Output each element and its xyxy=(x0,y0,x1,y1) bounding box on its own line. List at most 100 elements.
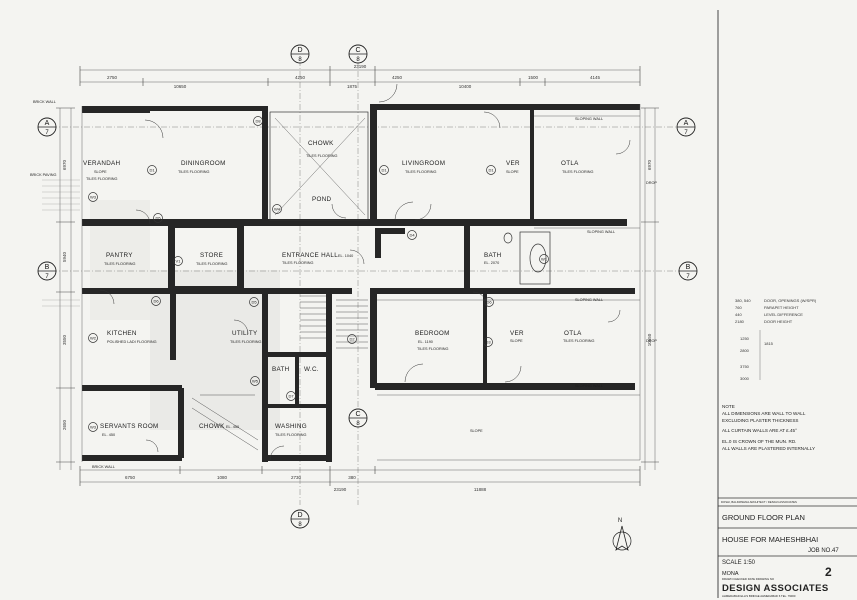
svg-text:7: 7 xyxy=(686,274,690,280)
window-tag: V1 xyxy=(173,256,183,266)
legend-code-2: 760 xyxy=(735,305,742,310)
room-ver-bottom: VER xyxy=(510,330,524,337)
job-number: JOB NO.47 xyxy=(808,548,839,554)
door-tags: D1 D1 D1 D2 D3 D4 D5 D6 D6 D5 D7 D8 W3 W… xyxy=(88,116,549,432)
room-otla-top-flooring: TILES FLOORING xyxy=(562,170,593,174)
section-marker-c-top: C 8 xyxy=(348,44,368,64)
window-tag: W5 xyxy=(250,376,260,386)
svg-text:7: 7 xyxy=(45,274,49,280)
room-ver-top-slope: SLOPE xyxy=(506,170,519,174)
svg-text:D: D xyxy=(297,512,302,519)
svg-text:7: 7 xyxy=(684,130,688,136)
room-utility: UTILITY xyxy=(232,330,258,337)
legend-text-3: LEVEL DIFFERENCE xyxy=(764,312,803,317)
svg-text:8: 8 xyxy=(356,57,360,63)
room-labels: VERANDAH SLOPE TILES FLOORING DININGROOM… xyxy=(83,140,594,437)
top-dim-3: 4250 xyxy=(295,75,306,80)
brick-paving-note: BRICK PAVING xyxy=(30,173,56,177)
top-dim-8: 4145 xyxy=(590,75,601,80)
drop-note-bottom: DROP xyxy=(646,339,657,343)
door-tag: D1 xyxy=(486,165,496,175)
north-arrow-icon: N xyxy=(612,518,632,551)
room-washing: WASHING xyxy=(275,423,307,430)
room-bath-right-level: EL. 2070 xyxy=(484,261,499,265)
left-dim-4: 2650 xyxy=(62,419,67,430)
section-marker-c-mid: C 8 xyxy=(348,408,368,428)
section-marker-a-left: A 7 xyxy=(37,117,57,137)
room-otla-top: OTLA xyxy=(561,160,579,167)
svg-text:D6: D6 xyxy=(153,299,159,304)
svg-text:8: 8 xyxy=(298,522,302,528)
room-otla-bottom: OTLA xyxy=(564,330,582,337)
bottom-dimension-labels: 6750 1080 2730 380 11888 23190 xyxy=(125,475,487,492)
svg-text:D1: D1 xyxy=(488,168,494,173)
bottom-dim-1: 6750 xyxy=(125,475,136,480)
room-verandah: VERANDAH xyxy=(83,160,121,167)
left-dim-3: 3550 xyxy=(62,334,67,345)
legend-text-1: DOOR, OPENINGS (W/SPR) xyxy=(764,298,817,303)
section-marker-b-left: B 7 xyxy=(37,261,57,281)
room-diningroom: DININGROOM xyxy=(181,160,226,167)
svg-text:D3: D3 xyxy=(485,340,491,345)
legend-code-3: 440 xyxy=(735,312,742,317)
dimension-lines xyxy=(40,60,680,505)
legend-text-2: PARAPET HEIGHT xyxy=(764,305,799,310)
drawn-row: DRAWN CHECKED DATE DRAWING NO xyxy=(722,577,775,581)
door-tag: D4 xyxy=(407,230,417,240)
svg-text:D5: D5 xyxy=(155,216,161,221)
door-tag: D7 xyxy=(286,391,296,401)
svg-text:B: B xyxy=(686,264,691,271)
top-dim-4: 1875 xyxy=(347,84,358,89)
room-chowk-top-flooring: TILES FLOORING xyxy=(306,154,337,158)
room-washing-flooring: TILES FLOORING xyxy=(275,433,306,437)
room-bath-right: BATH xyxy=(484,252,502,259)
legend-text-4: DOOR HEIGHT xyxy=(764,319,793,324)
svg-text:8: 8 xyxy=(356,421,360,427)
section-marker-a-right: A 7 xyxy=(676,117,696,137)
project-name: HOUSE FOR MAHESHBHAI xyxy=(722,535,818,544)
legend-stack-3: 2800 xyxy=(740,348,750,353)
legend-code-4: 2180 xyxy=(735,319,745,324)
room-livingroom-flooring: TILES FLOORING xyxy=(405,170,436,174)
top-dim-6: 10400 xyxy=(459,84,472,89)
legend-stack-4: 3750 xyxy=(740,364,750,369)
door-tag: D1 xyxy=(379,165,389,175)
room-pantry: PANTRY xyxy=(106,252,133,259)
room-verandah-flooring: TILES FLOORING xyxy=(86,177,117,181)
room-bedroom: BEDROOM xyxy=(415,330,450,337)
door-tag: D6 xyxy=(484,297,494,307)
svg-text:W5: W5 xyxy=(252,379,259,384)
window-tag: W4 xyxy=(272,204,282,214)
room-kitchen: KITCHEN xyxy=(107,330,137,337)
svg-text:W3: W3 xyxy=(90,425,97,430)
svg-text:D5: D5 xyxy=(251,300,257,305)
svg-text:D1: D1 xyxy=(149,168,155,173)
sloping-wall-note-2: SLOPING WALL xyxy=(587,230,615,234)
note-line-1: ALL DIMENSIONS ARE WALL TO WALL xyxy=(722,411,806,416)
sloping-wall-note-4: SLOPING WALL xyxy=(575,384,603,388)
slope-note: SLOPE xyxy=(470,429,483,433)
top-dim-5: 4250 xyxy=(392,75,403,80)
room-utility-flooring: TILES FLOORING xyxy=(230,340,261,344)
room-livingroom: LIVINGROOM xyxy=(402,160,445,167)
top-dim-2: 10650 xyxy=(174,84,187,89)
right-dim-2: 10550 xyxy=(647,333,652,346)
door-tag: D5 xyxy=(153,213,163,223)
window-tag: W1 xyxy=(539,254,549,264)
room-bedroom-flooring: TILES FLOORING xyxy=(417,347,448,351)
svg-text:D8: D8 xyxy=(255,119,261,124)
notes-title: NOTE xyxy=(722,404,735,409)
firm-name: DESIGN ASSOCIATES xyxy=(722,583,829,594)
room-store: STORE xyxy=(200,252,223,259)
door-tag: D3 xyxy=(483,337,493,347)
door-tag: D1 xyxy=(147,165,157,175)
window-tag: W2 xyxy=(88,333,98,343)
room-diningroom-flooring: TILES FLOORING xyxy=(178,170,209,174)
left-dim-1: 6970 xyxy=(62,159,67,170)
svg-text:W1: W1 xyxy=(541,257,548,262)
section-marker-b-right: B 7 xyxy=(678,261,698,281)
title-panel: 380, 540 DOOR, OPENINGS (W/SPR) 760 PARA… xyxy=(717,10,857,598)
svg-text:B: B xyxy=(45,264,50,271)
note-line-4: EL.0 IS CROWN OF THE MUN. RD. xyxy=(722,439,796,444)
